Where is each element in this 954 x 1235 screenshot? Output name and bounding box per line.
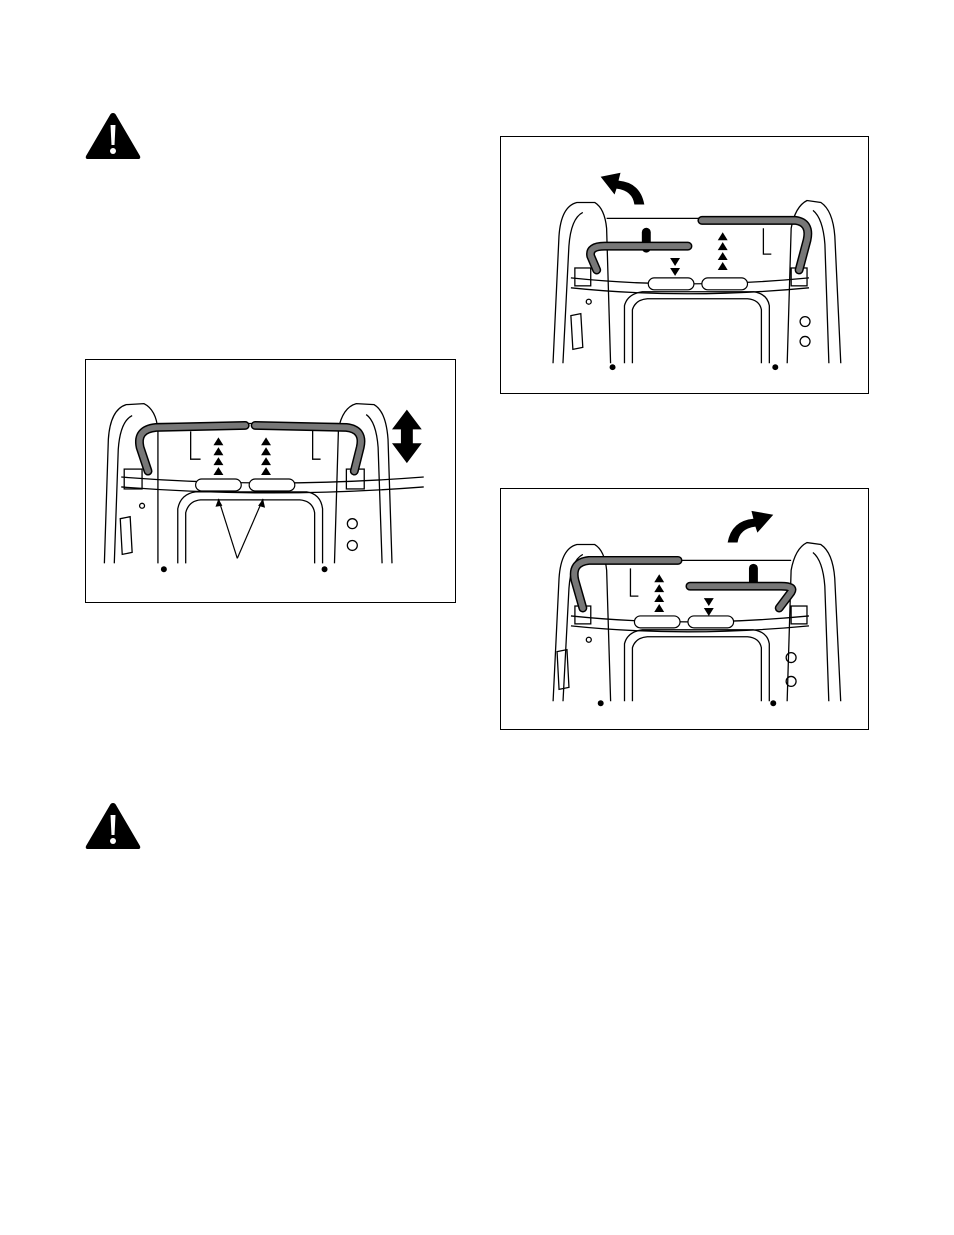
warning-triangle-icon xyxy=(84,801,142,851)
warning-triangle-icon xyxy=(84,111,142,161)
figure-handlebar-left-lowered xyxy=(500,136,869,394)
figure-handlebar-both xyxy=(85,359,456,603)
up-down-arrow-icon xyxy=(392,410,422,464)
curved-arrow-right-icon xyxy=(728,511,774,543)
figure-handlebar-right-lowered xyxy=(500,488,869,730)
curved-arrow-left-icon xyxy=(601,173,645,205)
